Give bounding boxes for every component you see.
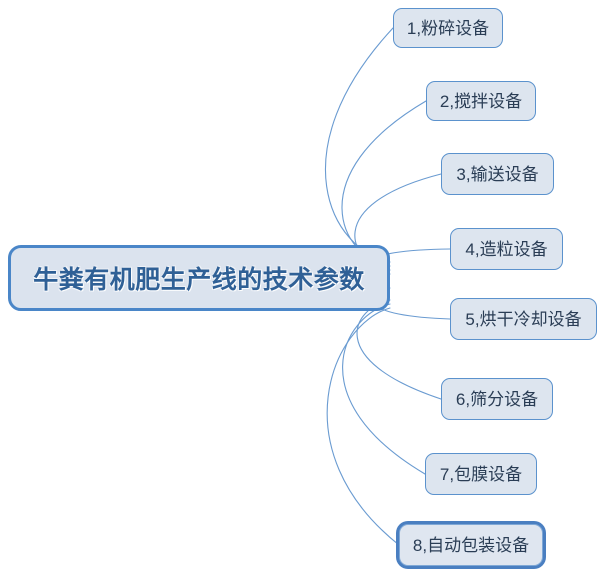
central-node[interactable]: 牛粪有机肥生产线的技术参数	[8, 245, 390, 311]
branch-node-1[interactable]: 1,粉碎设备	[393, 8, 503, 48]
branch-node-6-label: 6,筛分设备	[455, 389, 539, 409]
branch-node-8-label: 8,自动包装设备	[412, 535, 530, 555]
branch-node-8[interactable]: 8,自动包装设备	[399, 524, 543, 566]
branch-node-3[interactable]: 3,输送设备	[441, 153, 554, 195]
connector-to-node-8	[326, 307, 400, 546]
connector-to-node-2	[341, 100, 427, 267]
connector-to-node-6	[356, 299, 442, 400]
branch-node-3-label: 3,输送设备	[456, 164, 539, 184]
central-node-label: 牛粪有机肥生产线的技术参数	[33, 266, 365, 294]
connector-to-node-1	[324, 27, 394, 263]
branch-node-1-label: 1,粉碎设备	[406, 18, 490, 38]
branch-node-5-label: 5,烘干冷却设备	[465, 309, 582, 329]
branch-node-2-label: 2,搅拌设备	[439, 91, 523, 111]
branch-node-5[interactable]: 5,烘干冷却设备	[450, 298, 597, 340]
branch-node-4-label: 4,造粒设备	[465, 239, 548, 259]
branch-node-2[interactable]: 2,搅拌设备	[426, 81, 536, 121]
branch-node-6[interactable]: 6,筛分设备	[441, 378, 553, 420]
branch-node-7-label: 7,包膜设备	[439, 464, 523, 484]
branch-node-7[interactable]: 7,包膜设备	[425, 453, 537, 495]
connector-to-node-7	[342, 303, 426, 475]
branch-node-4[interactable]: 4,造粒设备	[450, 228, 563, 270]
